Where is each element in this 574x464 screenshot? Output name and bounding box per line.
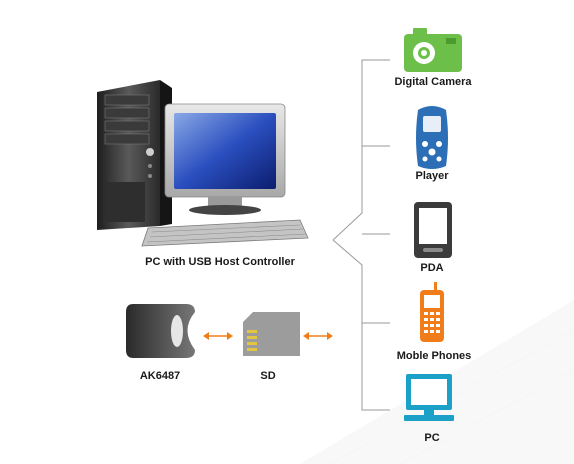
device-label-digital-camera: Digital Camera [394,76,472,88]
mobile-phone-icon [420,282,444,342]
media-player-icon [416,106,448,169]
reader-label: AK6487 [139,370,181,382]
pda-icon [414,202,452,258]
host-label: PC with USB Host Controller [145,256,295,268]
card-reader-icon [126,304,195,358]
device-label-pc: PC [424,432,440,444]
pc-tower-icon [97,80,172,230]
pc-monitor-icon [404,374,454,421]
camera-icon [404,28,462,72]
device-label-pda: PDA [420,262,444,274]
device-label-player: Player [415,170,449,182]
monitor-icon [164,103,286,215]
sd-card-icon [243,312,300,356]
card-label: SD [260,370,276,382]
double-arrow-icon [303,332,333,340]
device-label-mobile-phones: Moble Phones [396,350,472,362]
connector-lines [332,59,390,411]
keyboard-icon [141,219,309,247]
double-arrow-icon [203,332,233,340]
